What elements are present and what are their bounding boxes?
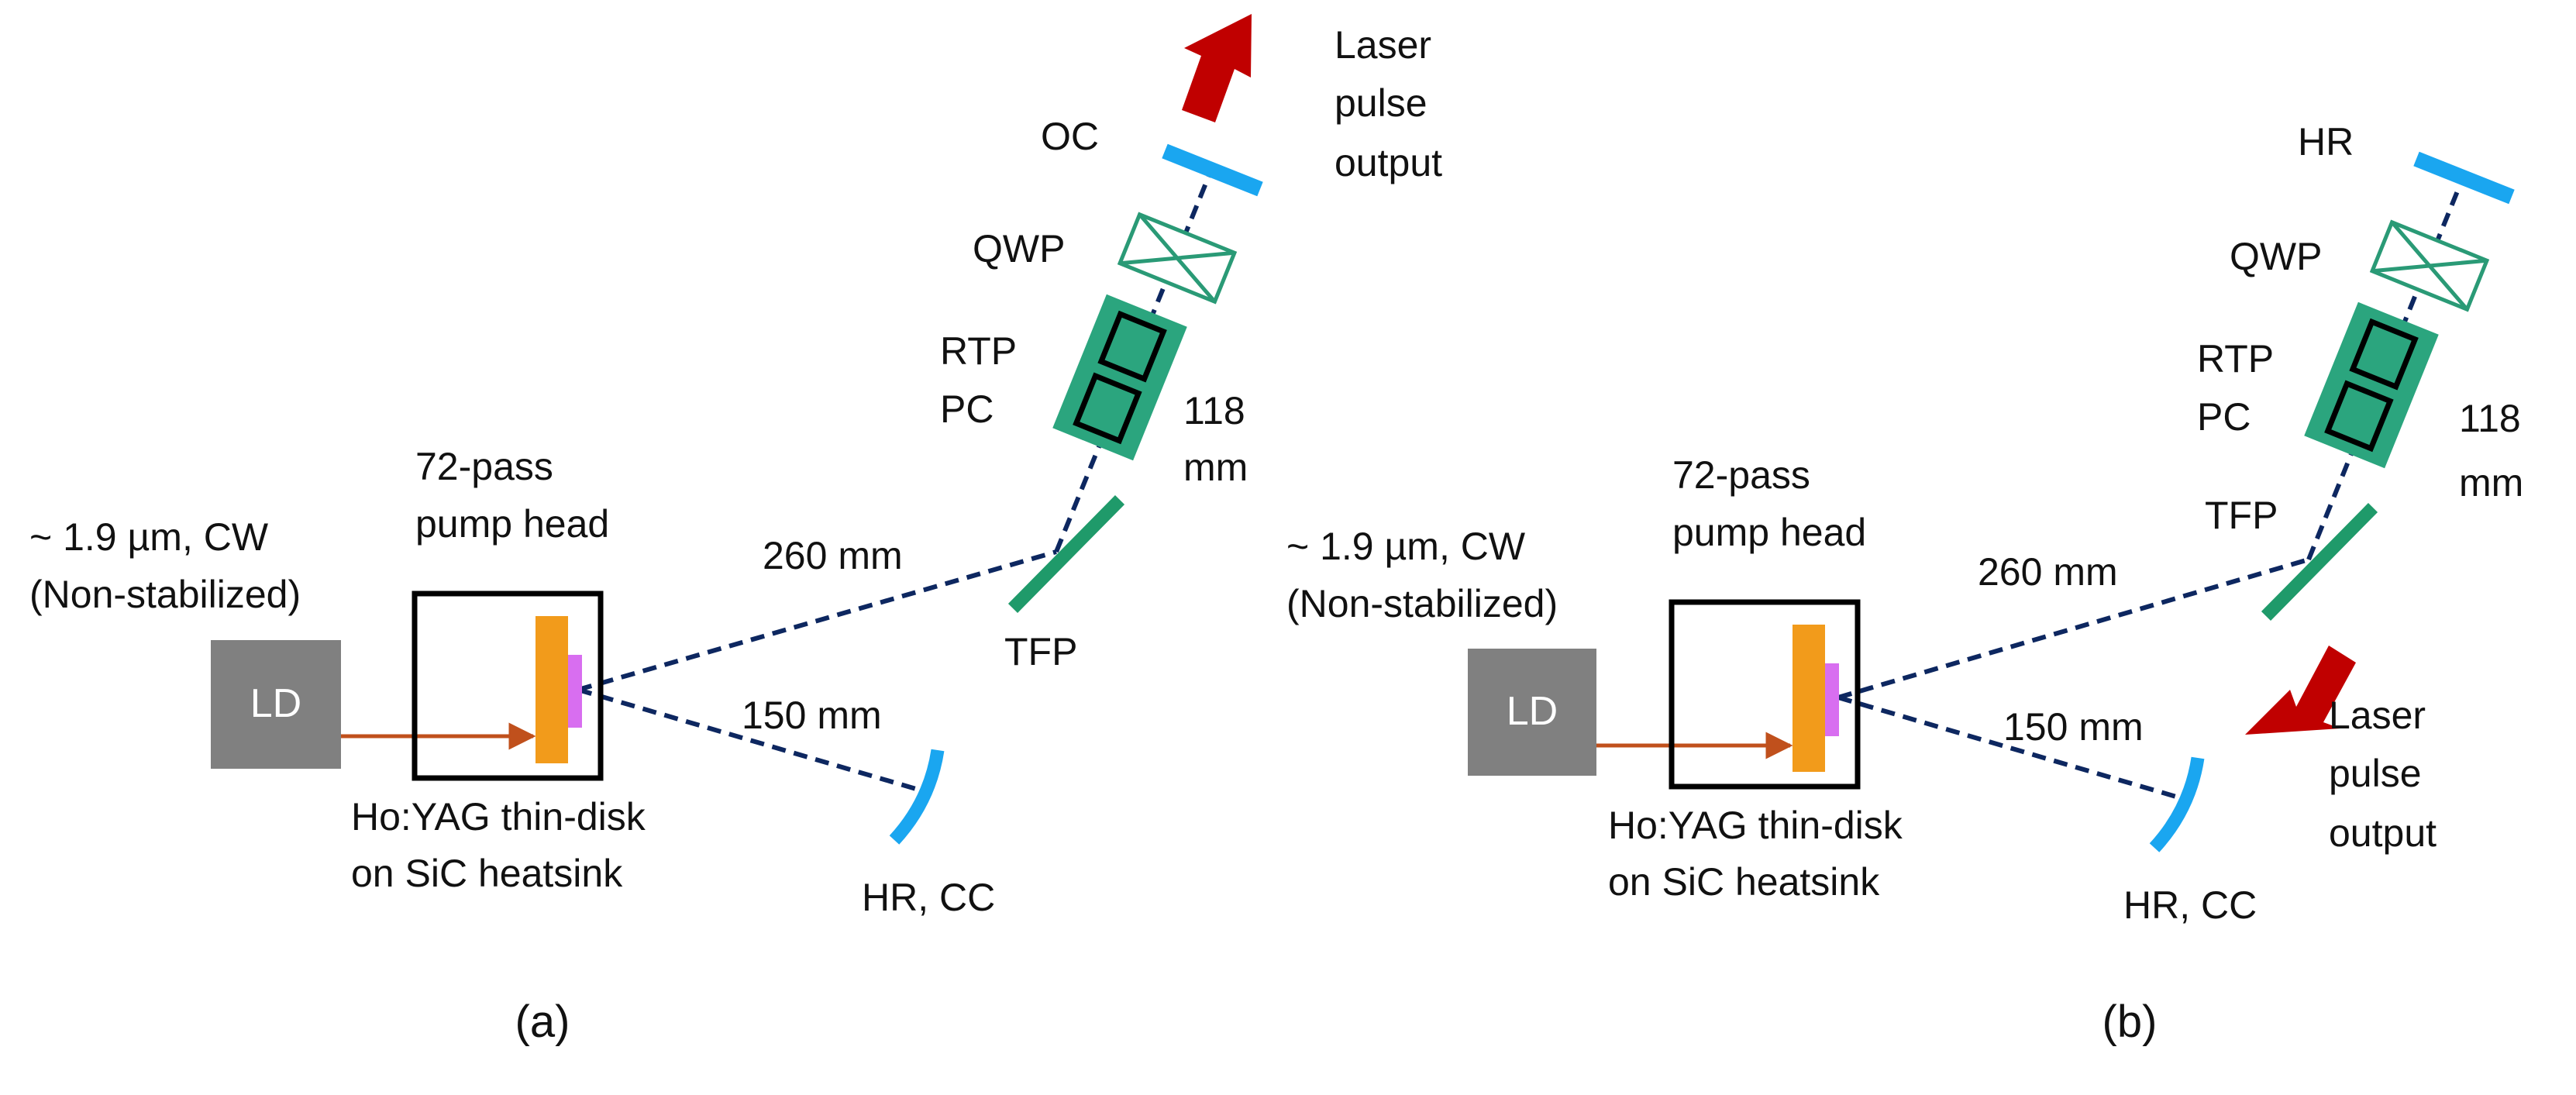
output-label-line2: pulse — [2329, 752, 2422, 795]
pc-label-line2: PC — [2197, 395, 2251, 439]
output-label-line3: output — [1334, 141, 1442, 184]
pump-head-label-line1: 72-pass — [415, 445, 553, 488]
curved-mirror-hr-cc — [2149, 756, 2205, 852]
pump-head-box — [1669, 599, 1861, 790]
rtp-crystal-1 — [2349, 318, 2419, 391]
quarter-wave-plate — [1117, 212, 1238, 305]
thin-disk — [536, 616, 568, 763]
cc-label: HR, CC — [862, 876, 995, 919]
source-label-line2: (Non-stabilized) — [1286, 582, 1558, 625]
distance-tfp-label: 260 mm — [1978, 550, 2118, 594]
thin-film-polarizer — [2261, 503, 2378, 621]
beam-disk-to-cc — [577, 687, 917, 791]
panel-a-caption: (a) — [515, 997, 570, 1047]
curved-mirror-hr-cc — [889, 749, 945, 845]
pump-head-label-line2: pump head — [415, 502, 609, 546]
beam-disk-to-tfp — [577, 549, 1057, 692]
distance-pc-line1: 118 — [2459, 397, 2521, 440]
distance-cc-label: 150 mm — [2003, 705, 2144, 749]
pc-label-line2: PC — [940, 387, 994, 431]
rtp-crystal-2 — [2324, 380, 2394, 453]
pump-head-box — [412, 591, 604, 781]
laser-output-arrow — [2245, 646, 2356, 735]
qwp-label: QWP — [2230, 235, 2322, 278]
tfp-label: TFP — [2205, 494, 2278, 537]
distance-tfp-label: 260 mm — [763, 534, 903, 577]
laser-diode-box — [1468, 649, 1596, 776]
cc-label: HR, CC — [2123, 883, 2257, 927]
disk-label-line2: on SiC heatsink — [1608, 860, 1880, 904]
output-label-line1: Laser — [1334, 23, 1431, 67]
ld-label: LD — [1507, 689, 1558, 734]
ld-label: LD — [250, 681, 301, 726]
beam-disk-to-tfp — [1837, 557, 2309, 700]
source-label-line1: ~ 1.9 µm, CW — [29, 515, 269, 559]
sic-heatsink — [568, 655, 582, 728]
quarter-wave-plate — [2369, 219, 2490, 312]
output-label-line2: pulse — [1334, 81, 1427, 125]
rtp-crystal-2 — [1073, 372, 1142, 445]
rtp-crystal-1 — [1097, 310, 1167, 383]
beam-disk-to-cc — [1837, 695, 2177, 799]
thin-disk — [1793, 625, 1825, 772]
pockels-cell — [1052, 294, 1187, 461]
laser-diode-box — [211, 640, 341, 769]
qwp-cross-2 — [1119, 250, 1235, 266]
source-label-line2: (Non-stabilized) — [29, 573, 301, 616]
distance-cc-label: 150 mm — [742, 694, 882, 737]
hr-label: HR — [2298, 120, 2354, 164]
source-label-line1: ~ 1.9 µm, CW — [1286, 525, 1526, 568]
panel-a: LD ~ 1.9 µm, CW (Non-stabilized) 72-pa — [29, 14, 1442, 1047]
distance-pc-line2: mm — [2459, 461, 2523, 504]
pump-head-label-line1: 72-pass — [1672, 453, 1810, 497]
end-mirror-oc — [1162, 143, 1263, 197]
qwp-cross-2 — [2371, 258, 2488, 274]
distance-pc-line2: mm — [1183, 446, 1248, 489]
pockels-cell — [2304, 301, 2439, 469]
thin-film-polarizer — [1007, 495, 1125, 613]
output-label-line3: output — [2329, 811, 2437, 855]
pc-label-line1: RTP — [2197, 337, 2274, 380]
end-mirror-hr — [2413, 151, 2515, 205]
panel-b: LD ~ 1.9 µm, CW (Non-stabilized) 72-pa — [1286, 120, 2523, 1047]
disk-label-line2: on SiC heatsink — [351, 852, 623, 895]
pockels-cell-body — [2304, 301, 2439, 469]
panel-b-caption: (b) — [2102, 997, 2158, 1047]
qwp-label: QWP — [973, 227, 1065, 270]
laser-output-arrow — [1182, 14, 1252, 122]
distance-pc-line1: 118 — [1183, 389, 1245, 432]
pockels-cell-body — [1052, 294, 1187, 461]
pc-label-line1: RTP — [940, 329, 1017, 373]
disk-label-line1: Ho:YAG thin-disk — [351, 795, 646, 838]
pump-head-label-line2: pump head — [1672, 511, 1866, 554]
oc-label: OC — [1041, 115, 1099, 158]
output-label-line1: Laser — [2329, 694, 2426, 737]
disk-label-line1: Ho:YAG thin-disk — [1608, 804, 1903, 847]
sic-heatsink — [1825, 663, 1839, 736]
tfp-label: TFP — [1004, 630, 1077, 673]
